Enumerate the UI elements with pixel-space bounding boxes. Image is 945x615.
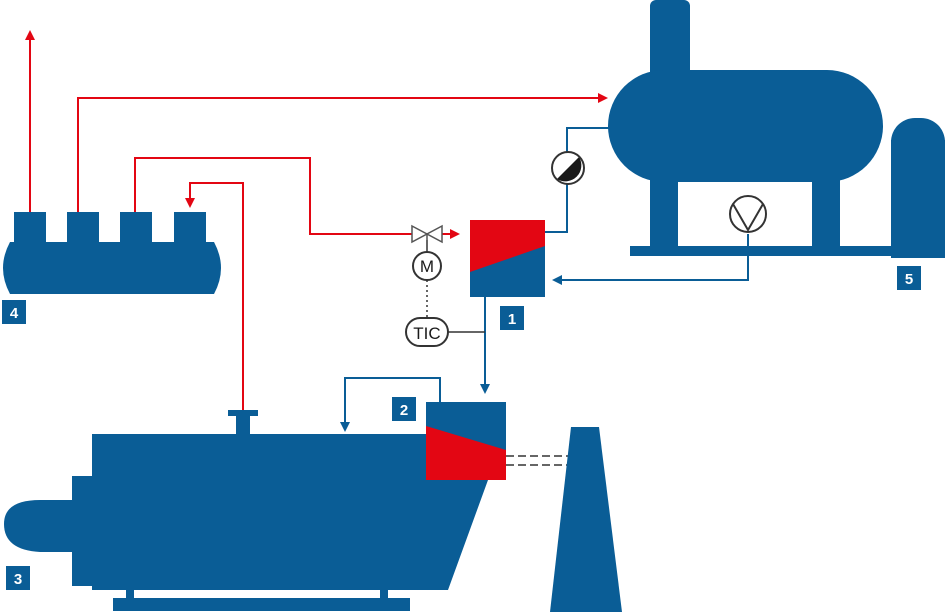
economizer: [426, 402, 506, 480]
flue-gas-duct: [506, 455, 572, 466]
tank-vessel: [608, 70, 883, 182]
steam-lines: [25, 30, 608, 412]
label-1-text: 1: [508, 311, 516, 328]
label-4-text: 4: [10, 305, 19, 322]
burner-icon: [4, 500, 74, 552]
steam-nozzle: [236, 412, 250, 436]
label-1: 1: [500, 306, 524, 330]
steam-to-exchanger-line: [134, 157, 460, 239]
heat-exchanger: [470, 220, 545, 297]
chimney: [550, 427, 622, 612]
label-5: 5: [897, 266, 921, 290]
control-valve-icon: [411, 224, 443, 244]
boiler-shell: [92, 434, 488, 590]
label-3: 3: [6, 566, 30, 590]
motor-label: M: [420, 257, 434, 276]
steam-to-tank-line: [77, 93, 608, 212]
controller-label: TIC: [413, 324, 440, 343]
label-3-text: 3: [14, 571, 22, 588]
label-5-text: 5: [905, 271, 913, 288]
signal-lines: [426, 240, 485, 333]
condensate-pump-icon: [551, 151, 585, 185]
label-2: 2: [392, 397, 416, 421]
economizer-to-boiler-line: [340, 377, 441, 432]
label-2-text: 2: [400, 402, 408, 419]
motor-actuator: M: [412, 251, 442, 281]
tank-dome: [650, 0, 690, 82]
boiler-base: [113, 598, 410, 611]
boiler: [4, 410, 488, 611]
feedwater-pump-icon: [729, 195, 767, 233]
steam-manifold: [3, 212, 221, 294]
steam-from-boiler-line: [185, 182, 244, 412]
feedwater-tank: [608, 0, 945, 258]
label-4: 4: [2, 300, 26, 324]
temperature-controller: TIC: [405, 317, 449, 347]
